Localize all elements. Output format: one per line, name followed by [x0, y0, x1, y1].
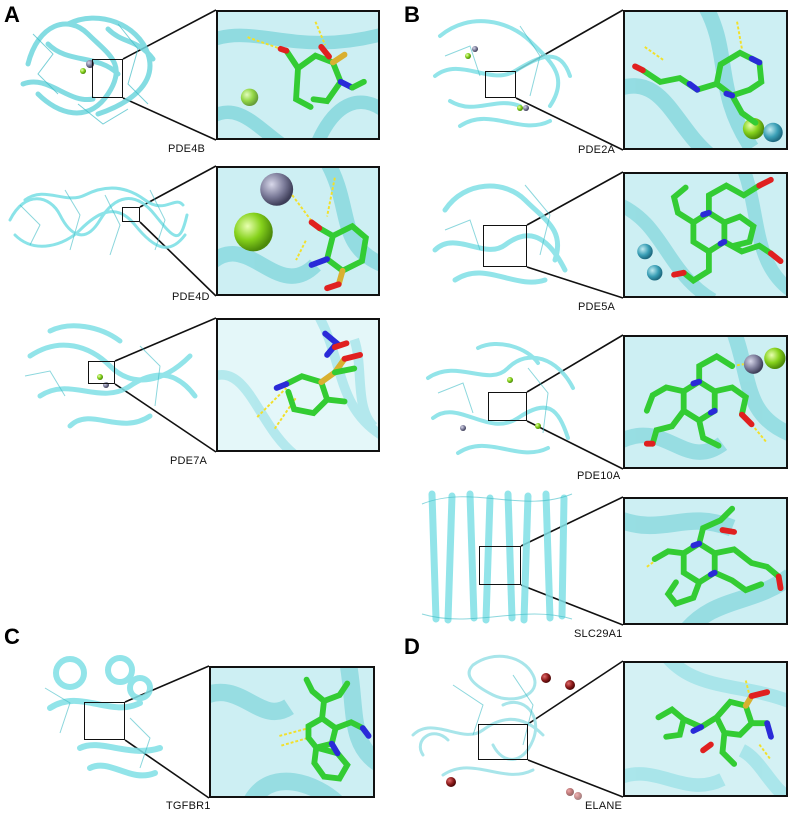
slc29a1-zoom-view: [623, 497, 788, 625]
pde5a-zoom-view: [623, 172, 788, 298]
pde5a-protein-structure: [425, 170, 575, 300]
pde10a-zoom-view: [623, 335, 788, 469]
pde7a-protein-structure: [10, 316, 205, 446]
panel-label-b: B: [404, 2, 420, 27]
tgfbr1-binding-site-box: [84, 702, 125, 740]
pde4d-zoom-view: [216, 166, 380, 296]
panel-label-c: C: [4, 624, 20, 649]
pde7a-zoom-view: [216, 318, 380, 452]
pde4b-zoom-view: [216, 10, 380, 140]
tgfbr1-protein-structure: [30, 648, 180, 793]
pde5a-binding-site-box: [483, 225, 527, 267]
target-label-pde2a: PDE2A: [578, 144, 616, 156]
target-label-pde7a: PDE7A: [170, 455, 208, 467]
pde2a-zoom-view: [623, 10, 788, 150]
target-label-pde4d: PDE4D: [172, 291, 210, 303]
pde7a-binding-site-box: [88, 361, 115, 384]
pde10a-protein-structure: [418, 338, 578, 468]
target-label-slc29a1: SLC29A1: [574, 628, 623, 640]
pde10a-binding-site-box: [488, 392, 527, 421]
elane-zoom-view: [623, 661, 788, 797]
pde4b-protein-structure: [8, 4, 168, 134]
elane-binding-site-box: [478, 724, 528, 760]
slc29a1-protein-structure: [412, 484, 582, 629]
pde2a-binding-site-box: [485, 71, 516, 98]
elane-protein-structure: [403, 645, 598, 800]
target-label-pde4b: PDE4B: [168, 143, 206, 155]
pde4d-binding-site-box: [122, 207, 140, 222]
target-label-elane: ELANE: [585, 800, 623, 812]
pde4d-protein-structure: [5, 175, 190, 265]
tgfbr1-zoom-view: [209, 666, 375, 798]
slc29a1-binding-site-box: [479, 546, 521, 585]
target-label-pde5a: PDE5A: [578, 301, 616, 313]
panel-label-a: A: [4, 2, 20, 27]
pde4b-binding-site-box: [92, 59, 123, 98]
panel-label-d: D: [404, 634, 420, 659]
target-label-tgfbr1: TGFBR1: [166, 800, 211, 812]
target-label-pde10a: PDE10A: [577, 470, 621, 482]
